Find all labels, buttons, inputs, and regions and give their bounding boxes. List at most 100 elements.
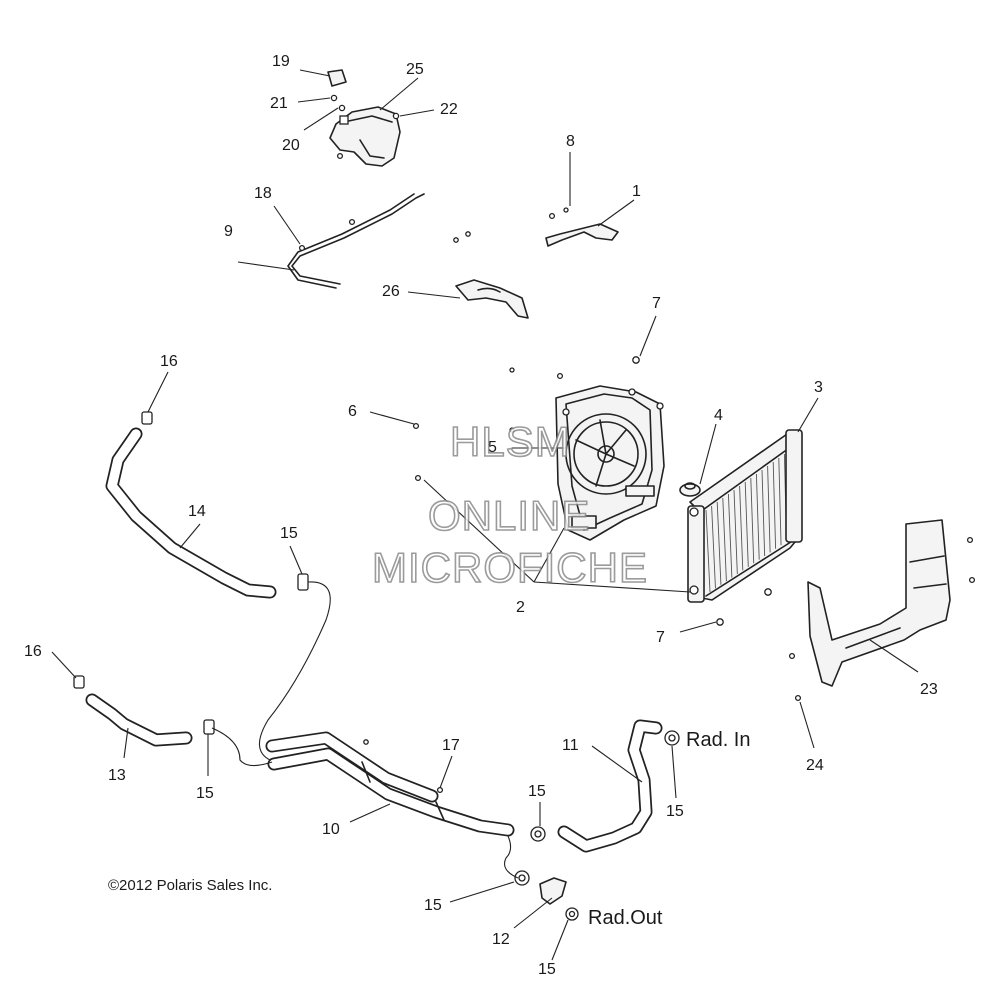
radiator-fin	[739, 485, 744, 571]
callout-1: 1	[632, 183, 641, 200]
callout-20: 20	[282, 137, 300, 154]
callout-10: 10	[322, 821, 340, 838]
screw-6	[412, 422, 420, 430]
cap-16a	[141, 411, 153, 425]
screw-26a	[453, 237, 459, 243]
radiator-fin	[767, 465, 771, 553]
coolant-reservoir	[329, 106, 401, 167]
bracket-rod	[287, 193, 425, 289]
label-rad-out: Rad.Out	[588, 907, 663, 929]
radiator-fin	[711, 505, 716, 589]
callout-24: 24	[806, 757, 824, 774]
callout-5: 5	[488, 439, 497, 456]
callout-8: 8	[566, 133, 575, 150]
hose-11	[557, 719, 663, 853]
callout-18: 18	[254, 185, 272, 202]
radiator-fin	[727, 493, 733, 578]
radiator-fin	[733, 489, 738, 575]
fan-shroud-assembly	[555, 385, 665, 541]
callout-15d: 15	[666, 803, 684, 820]
callout-22: 22	[440, 101, 458, 118]
screw-18	[298, 244, 306, 252]
screw-2a	[414, 474, 422, 482]
screw-shroud-a	[509, 367, 515, 373]
callout-16b: 16	[24, 643, 42, 660]
callout-13: 13	[108, 767, 126, 784]
callout-15b: 15	[196, 785, 214, 802]
callout-12: 12	[492, 931, 510, 948]
callout-4: 4	[714, 407, 723, 424]
callout-11: 11	[562, 737, 579, 754]
tube-10	[265, 731, 515, 837]
callout-14: 14	[188, 503, 206, 520]
screw-shroud-c	[509, 427, 515, 433]
cap-16b	[73, 675, 85, 689]
screw-shroud-b	[556, 372, 564, 380]
bushing-20	[338, 104, 346, 112]
callout-numbers: 19 25 21 22 20 8 1 18 9 26 7 16 3 6 4 5 …	[24, 53, 938, 978]
screw-8b	[563, 207, 569, 213]
callout-3: 3	[814, 379, 823, 396]
callout-7a: 7	[652, 295, 661, 312]
radiator-fin	[761, 469, 766, 557]
grommet-rad-a	[764, 588, 772, 596]
radiator-fin	[778, 457, 782, 546]
callout-15f: 15	[538, 961, 556, 978]
screw-18b	[348, 218, 356, 226]
callout-7b: 7	[656, 629, 665, 646]
leader-lines	[51, 69, 919, 961]
clamp-15d	[664, 730, 680, 746]
callout-17: 17	[442, 737, 460, 754]
screw-22	[392, 112, 400, 120]
clamp-15b	[203, 719, 215, 735]
callout-15a: 15	[280, 525, 298, 542]
watermark-line-2: ONLINE	[428, 492, 590, 539]
callout-26: 26	[382, 283, 400, 300]
clamp-15a	[297, 573, 309, 591]
radiator-fin	[755, 473, 760, 560]
radiator	[687, 429, 803, 603]
watermark-line-3: MICROFICHE	[372, 544, 648, 591]
callout-9: 9	[224, 223, 233, 240]
fan-bracket	[545, 223, 619, 247]
callout-23: 23	[920, 681, 938, 698]
grommet-7a	[632, 356, 640, 364]
routing-line-a	[258, 581, 331, 761]
clamp-15f	[565, 907, 579, 921]
callout-19: 19	[272, 53, 290, 70]
washer-21	[330, 94, 338, 102]
watermark: HLSM ONLINE MICROFICHE	[371, 417, 648, 592]
grommet-7b	[716, 618, 724, 626]
radiator-fin	[744, 481, 749, 567]
radiator-fin	[772, 461, 777, 549]
clamp-15c	[530, 826, 546, 842]
screw-24	[794, 694, 802, 702]
screw-23a	[966, 536, 974, 544]
routing-line-c	[503, 835, 519, 879]
radiator-fin	[750, 477, 755, 564]
routing-line-b	[211, 727, 273, 767]
callout-15c: 15	[528, 783, 546, 800]
screw-23b	[968, 576, 976, 584]
callout-15e: 15	[424, 897, 442, 914]
screw-26b	[465, 231, 471, 237]
callout-6: 6	[348, 403, 357, 420]
mount-bracket	[455, 279, 529, 319]
label-rad-in: Rad. In	[686, 729, 750, 751]
radiator-cap	[679, 482, 701, 497]
screw-10	[363, 739, 369, 745]
radiator-shield	[807, 519, 951, 687]
reservoir-cap	[327, 69, 347, 87]
callout-21: 21	[270, 95, 288, 112]
screw-22b	[336, 152, 344, 160]
hose-14	[105, 427, 277, 599]
copyright-notice: ©2012 Polaris Sales Inc.	[108, 877, 272, 894]
radiator-fin	[722, 497, 727, 582]
screw-24a	[788, 652, 796, 660]
screw-8	[548, 212, 556, 220]
screw-17	[436, 786, 444, 794]
radiator-fin	[705, 509, 711, 593]
radiator-fin	[716, 501, 722, 585]
callout-25: 25	[406, 61, 424, 78]
